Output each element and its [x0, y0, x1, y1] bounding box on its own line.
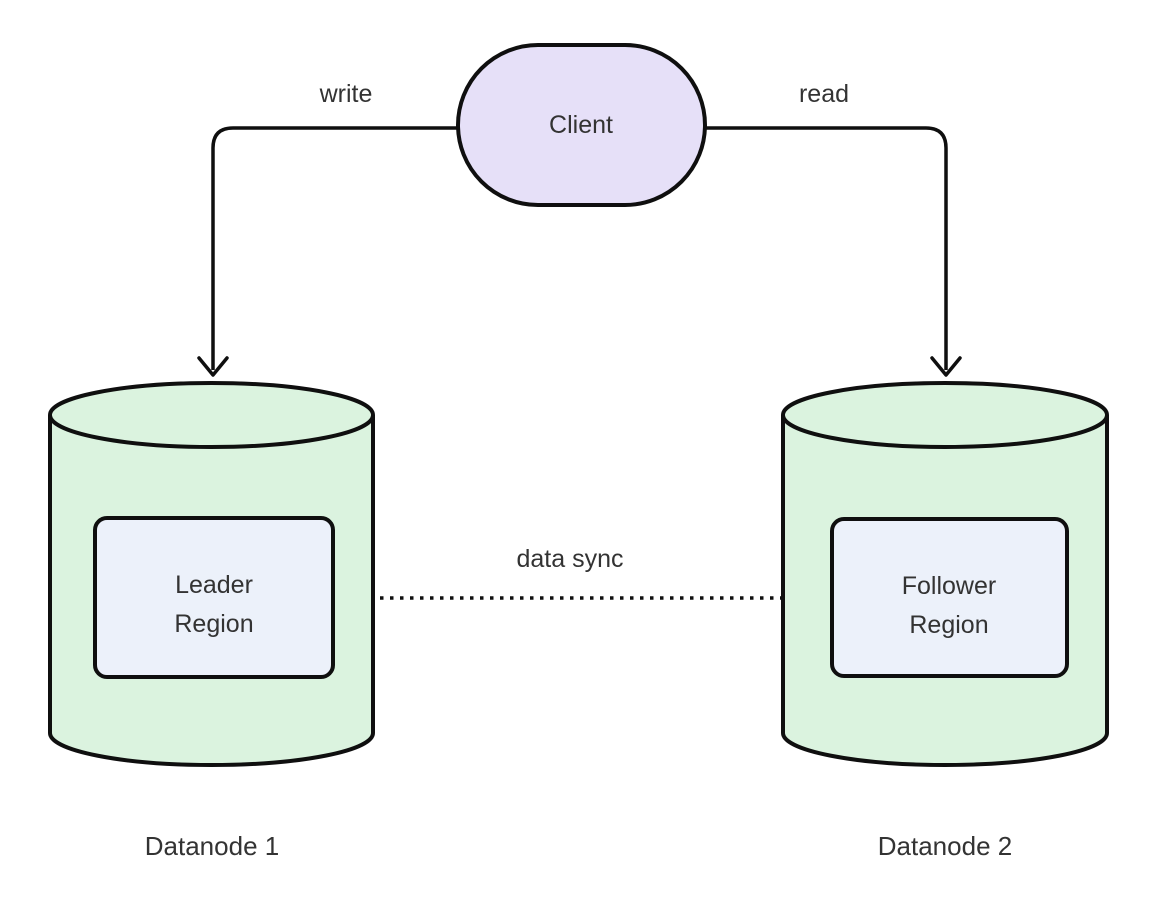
read-arrowhead	[930, 356, 962, 377]
client-node-label: Client	[549, 111, 613, 139]
follower-region-node	[830, 517, 1069, 678]
write-arrowhead	[197, 356, 229, 377]
client-node	[456, 43, 707, 207]
leader-region-label-line2: Region	[174, 610, 253, 638]
datanode2-cylinder-top	[781, 381, 1109, 449]
datanode1-caption: Datanode 1	[145, 831, 279, 861]
leader-region-node	[93, 516, 335, 679]
follower-region-label-line2: Region	[909, 611, 988, 639]
follower-region-label-line1: Follower	[902, 572, 996, 600]
sync-edge-label: data sync	[516, 545, 623, 573]
read-edge-label: read	[799, 80, 849, 108]
datanode1-cylinder-top	[48, 381, 375, 449]
datanode2-caption: Datanode 2	[878, 831, 1012, 861]
write-edge-label: write	[319, 80, 373, 108]
leader-region-label-line1: Leader	[175, 571, 253, 599]
write-edge	[211, 126, 459, 370]
read-edge	[704, 126, 948, 370]
